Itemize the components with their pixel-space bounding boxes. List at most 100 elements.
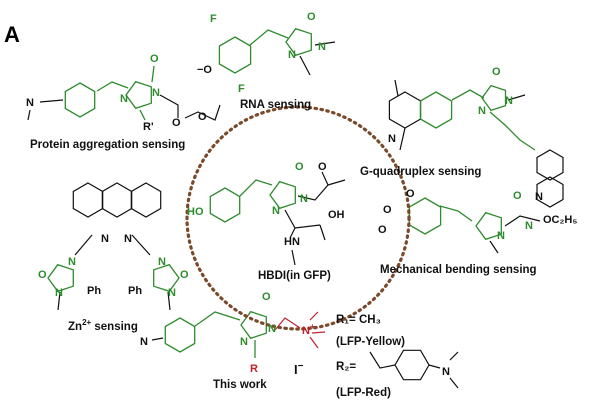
rna-sensing-label: RNA sensing (240, 99, 311, 111)
g-quadruplex-label: G-quadruplex sensing (360, 166, 481, 178)
benzene-ring (218, 36, 252, 74)
atom-n: N (478, 105, 486, 117)
atom-o: O (378, 224, 387, 236)
bond (27, 109, 31, 121)
bond (451, 89, 485, 101)
bond (449, 377, 459, 389)
bond (314, 41, 336, 46)
atom-o: O (172, 117, 181, 129)
atom-r-prime: R' (143, 121, 154, 133)
zinc-sensing-label: Zn2+ sensing (68, 318, 138, 333)
bond (239, 179, 273, 197)
atom-o: O (406, 188, 415, 200)
bond (284, 209, 321, 229)
benzene-ring (64, 82, 96, 118)
dihydroquinoline-ring (388, 91, 422, 129)
substituent-legend: R₁= CH₃ (LFP-Yellow) R₂= N (LFP-Red) (336, 314, 450, 399)
atom-oc2h5: OC₂H₅ (543, 214, 577, 226)
bond (311, 331, 326, 334)
atom-n: N (168, 287, 176, 299)
protein-aggregation-label: Protein aggregation sensing (30, 139, 185, 151)
atom-n: N (388, 133, 396, 145)
bond (57, 291, 61, 311)
imidazolinone-ring (269, 180, 296, 210)
bond (299, 55, 311, 76)
benzene-ring (394, 349, 430, 381)
imidazolinone-ring (481, 84, 507, 112)
bond (249, 29, 289, 46)
bond (131, 234, 151, 256)
bond (167, 291, 171, 311)
bond (291, 249, 296, 266)
atom-o: O (295, 161, 304, 173)
bond (449, 351, 459, 361)
bond (39, 99, 64, 103)
hbdi-dotted-circle (185, 105, 411, 331)
atom-o: O (262, 291, 271, 303)
atom-o: O (180, 269, 189, 281)
iodide-ion: I− (294, 361, 304, 377)
atom-o-minus: −O (197, 64, 212, 76)
bond (439, 205, 473, 222)
atom-o: O (513, 190, 522, 202)
atom-n: N (272, 205, 280, 217)
hbdi-molecule: HO N N O O OH HN HBDI(in GFP) (187, 161, 345, 282)
atom-n: N (124, 233, 132, 245)
atom-n: N (535, 191, 543, 203)
imidazolinone-ring (285, 27, 312, 57)
atom-ho: HO (187, 206, 204, 218)
r1-definition: R₁= CH₃ (336, 314, 381, 326)
lfp-yellow-label: (LFP-Yellow) (336, 336, 405, 348)
atom-o: O (383, 204, 392, 216)
bond (159, 94, 179, 118)
atom-ph: Ph (87, 285, 101, 297)
imidazolinone-ring (125, 80, 152, 110)
bond (309, 336, 319, 349)
atom-n: N (140, 336, 148, 348)
atom-o: O (492, 66, 501, 78)
bond (507, 94, 526, 101)
bond (184, 104, 221, 121)
atom-o: O (318, 161, 327, 173)
bond (309, 311, 319, 321)
phenanthroline-ring (130, 182, 162, 218)
bond (289, 227, 296, 239)
atom-n-plus: N+ (302, 322, 315, 337)
this-work-label: This work (213, 379, 267, 391)
atom-n: N (240, 336, 248, 348)
imidazolinone-ring (47, 263, 74, 293)
lfp-red-label: (LFP-Red) (336, 387, 391, 399)
atom-n: N (497, 230, 505, 242)
benzene-ring (419, 91, 453, 129)
atom-oh: OH (328, 209, 345, 221)
phenanthroline-ring (72, 182, 104, 218)
bond (369, 351, 396, 369)
atom-n: N (442, 366, 450, 378)
atom-n: N (158, 256, 166, 268)
hbdi-label: HBDI(in GFP) (258, 270, 331, 282)
bond (399, 127, 406, 151)
quinoline-ring (536, 149, 564, 181)
g-quadruplex-molecule: N O N N N G-quadruplex sensing (360, 66, 543, 203)
molecular-bonds (27, 27, 564, 389)
bond (297, 171, 329, 201)
atom-n: N (300, 193, 308, 205)
protein-aggregation-molecule: N N N O R' O O Protein aggregation sensi… (26, 53, 207, 151)
bond (139, 109, 146, 121)
atom-hn: HN (284, 236, 300, 248)
bond (504, 215, 541, 227)
atom-n: N (68, 256, 76, 268)
atom-f: F (210, 13, 217, 25)
atom-n: N (268, 323, 276, 335)
atom-n: N (288, 49, 296, 61)
mechanical-bending-molecule: O O O O N N OC₂H₅ Mechanical bending sen… (378, 188, 577, 276)
bond (96, 81, 129, 92)
imidazolinone-ring (153, 263, 180, 293)
bond (327, 179, 346, 186)
bond (394, 79, 399, 97)
atom-r: R (250, 363, 258, 375)
atom-n: N (101, 233, 109, 245)
atom-n: N (505, 95, 513, 107)
atom-n: N (318, 41, 326, 53)
